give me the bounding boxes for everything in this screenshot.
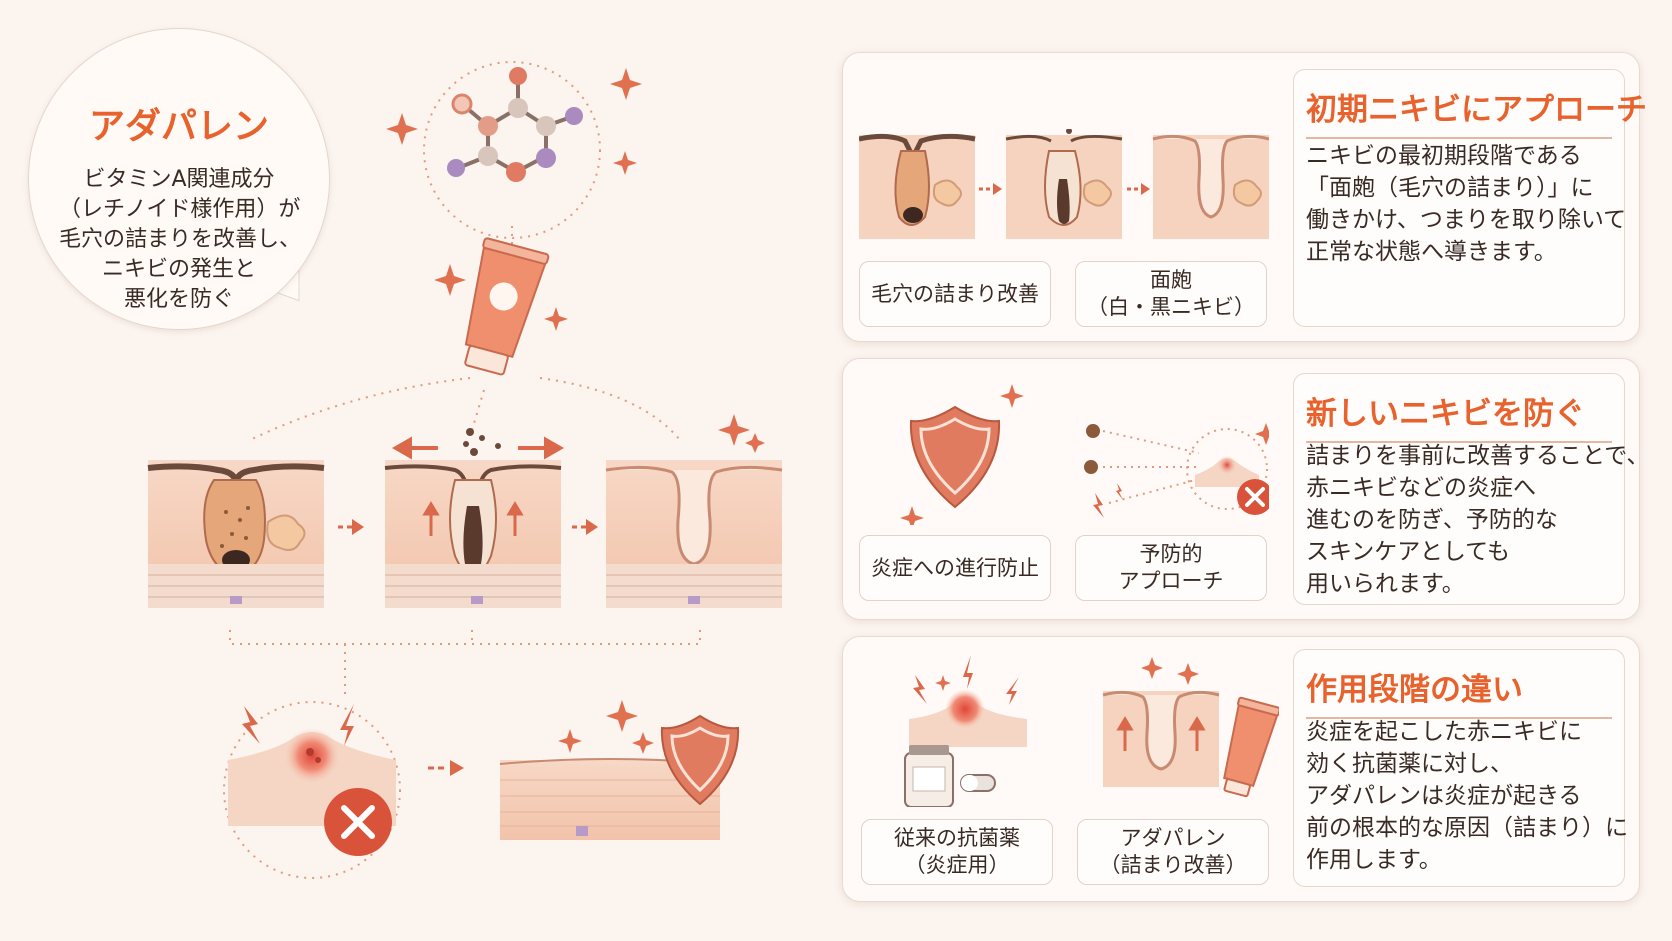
left-illustration xyxy=(147,61,783,879)
label-line: （詰まり改善） xyxy=(1099,853,1247,877)
shield-icon xyxy=(660,714,740,806)
lightning-icon xyxy=(242,704,354,746)
sparkle-icon xyxy=(386,68,765,754)
panel-body-line: 「面皰（毛穴の詰まり）」に xyxy=(1306,175,1594,201)
panel-body-line: 用いられます。 xyxy=(1306,571,1465,597)
panel-body-line: 働きかけ、つまりを取り除いて xyxy=(1306,207,1627,233)
bubble-text: ビタミンA関連成分 （レチノイド様作用）が 毛穴の詰まりを改善し、 ニキビの発生… xyxy=(59,165,302,315)
panel-body: ニキビの最初期段階である 「面皰（毛穴の詰まり）」に 働きかけ、つまりを取り除い… xyxy=(1306,140,1627,268)
lightning-icon xyxy=(913,655,1019,705)
cream-tube-icon xyxy=(464,237,550,376)
panel-body-line: ニキビの最初期段階である xyxy=(1306,143,1582,169)
label-prevent-inflammation: 炎症への進行防止 xyxy=(859,535,1051,601)
bubble-line: ニキビの発生と xyxy=(101,257,256,282)
panel-body-line: 赤ニキビなどの炎症へ xyxy=(1306,475,1536,501)
panel-title: 作用段階の違い xyxy=(1306,664,1612,719)
panel-body: 詰まりを事前に改善することで、 赤ニキビなどの炎症へ 進むのを防ぎ、予防的な ス… xyxy=(1306,440,1650,600)
sparkle-icon xyxy=(935,657,1199,691)
debris-particles xyxy=(463,428,501,456)
shield-icon xyxy=(909,405,1001,509)
label-adapalene: アダパレン （詰まり改善） xyxy=(1077,819,1269,885)
panel-body-line: 前の根本的な原因（詰まり）に xyxy=(1306,815,1628,841)
label-pore-improvement: 毛穴の詰まり改善 xyxy=(859,261,1051,327)
label-line: アプローチ xyxy=(1118,569,1224,593)
label-line: 毛穴の詰まり改善 xyxy=(871,281,1039,306)
panel-body-line: 作用します。 xyxy=(1306,847,1442,873)
pore-clear xyxy=(1152,134,1269,239)
skin-panel-clogged xyxy=(147,460,325,609)
panel3-textbox: 作用段階の違い 炎症を起こした赤ニキビに 効く抗菌薬に対し、 アダパレンは炎症が… xyxy=(1293,649,1628,887)
skin-panel-clearing xyxy=(384,460,562,609)
panel-body: 炎症を起こした赤ニキビに 効く抗菌薬に対し、 アダパレンは炎症が起きる 前の根本… xyxy=(1306,716,1628,876)
panel-body-line: 正常な状態へ導きます。 xyxy=(1306,239,1557,265)
bubble-line: 悪化を防ぐ xyxy=(123,287,234,312)
panel-early-acne: 毛穴の詰まり改善 面皰 （白・黒ニキビ） 初期ニキビにアプローチ ニキビの最初期… xyxy=(842,52,1647,342)
label-line: （白・黒ニキビ） xyxy=(1087,295,1255,319)
panel-body-line: スキンケアとしても xyxy=(1306,539,1511,565)
bubble-line: 毛穴の詰まりを改善し、 xyxy=(59,227,302,252)
label-line: （炎症用） xyxy=(904,853,1010,877)
no-cross-icon xyxy=(1237,479,1269,515)
no-cross-icon xyxy=(324,788,392,856)
pore-clearing xyxy=(1005,129,1123,239)
sparkle-icon xyxy=(900,384,1269,525)
panel3-illustration xyxy=(904,655,1279,807)
bubble-line: （レチノイド様作用）が xyxy=(59,197,301,222)
panel2-textbox: 新しいニキビを防ぐ 詰まりを事前に改善することで、 赤ニキビなどの炎症へ 進むの… xyxy=(1293,373,1650,605)
medicine-bottle-icon xyxy=(904,745,954,807)
panel1-textbox: 初期ニキビにアプローチ ニキビの最初期段階である 「面皰（毛穴の詰まり）」に 働… xyxy=(1293,69,1647,327)
label-preventive-approach: 予防的 アプローチ xyxy=(1075,535,1267,601)
label-line: アダパレン xyxy=(1120,826,1226,850)
panel-body-line: 詰まりを事前に改善することで、 xyxy=(1306,443,1650,469)
panel-body-line: 効く抗菌薬に対し、 xyxy=(1306,751,1513,777)
panel2-illustration xyxy=(900,384,1269,525)
panel-prevent-new-acne: 炎症への進行防止 予防的 アプローチ 新しいニキビを防ぐ 詰まりを事前に改善する… xyxy=(842,358,1650,620)
speech-bubble: アダパレン ビタミンA関連成分 （レチノイド様作用）が 毛穴の詰まりを改善し、 … xyxy=(28,28,330,330)
label-line: 従来の抗菌薬 xyxy=(894,826,1020,850)
clear-pore xyxy=(1102,690,1220,787)
bubble-title: アダパレン xyxy=(88,106,269,147)
skin-panel-clear xyxy=(605,460,783,609)
bubble-line: ビタミンA関連成分 xyxy=(83,167,275,192)
panel1-illustration xyxy=(859,129,1269,239)
molecule-circle xyxy=(423,61,601,239)
bacteria-icon xyxy=(1084,424,1100,474)
panel-action-stage-difference: 従来の抗菌薬 （炎症用） アダパレン （詰まり改善） 作用段階の違い 炎症を起こ… xyxy=(842,636,1640,902)
panel-title: 新しいニキビを防ぐ xyxy=(1306,388,1612,443)
pore-clogged xyxy=(859,133,976,239)
lightning-icon xyxy=(1093,483,1123,518)
cream-tube-icon xyxy=(1223,696,1279,798)
panel-title: 初期ニキビにアプローチ xyxy=(1306,84,1647,139)
label-line: 面皰 xyxy=(1150,268,1192,292)
panel-body-line: 炎症を起こした赤ニキビに xyxy=(1306,719,1582,745)
label-line: 予防的 xyxy=(1139,542,1203,566)
label-conventional-antibiotic: 従来の抗菌薬 （炎症用） xyxy=(861,819,1053,885)
panel-body-line: 進むのを防ぎ、予防的な xyxy=(1306,507,1558,533)
molecule-icon xyxy=(447,67,583,182)
inflamed-skin xyxy=(909,689,1027,747)
label-comedone: 面皰 （白・黒ニキビ） xyxy=(1075,261,1267,327)
label-line: 炎症への進行防止 xyxy=(871,555,1039,580)
panel-body-line: アダパレンは炎症が起きる xyxy=(1306,783,1582,809)
capsule-icon xyxy=(960,774,996,792)
